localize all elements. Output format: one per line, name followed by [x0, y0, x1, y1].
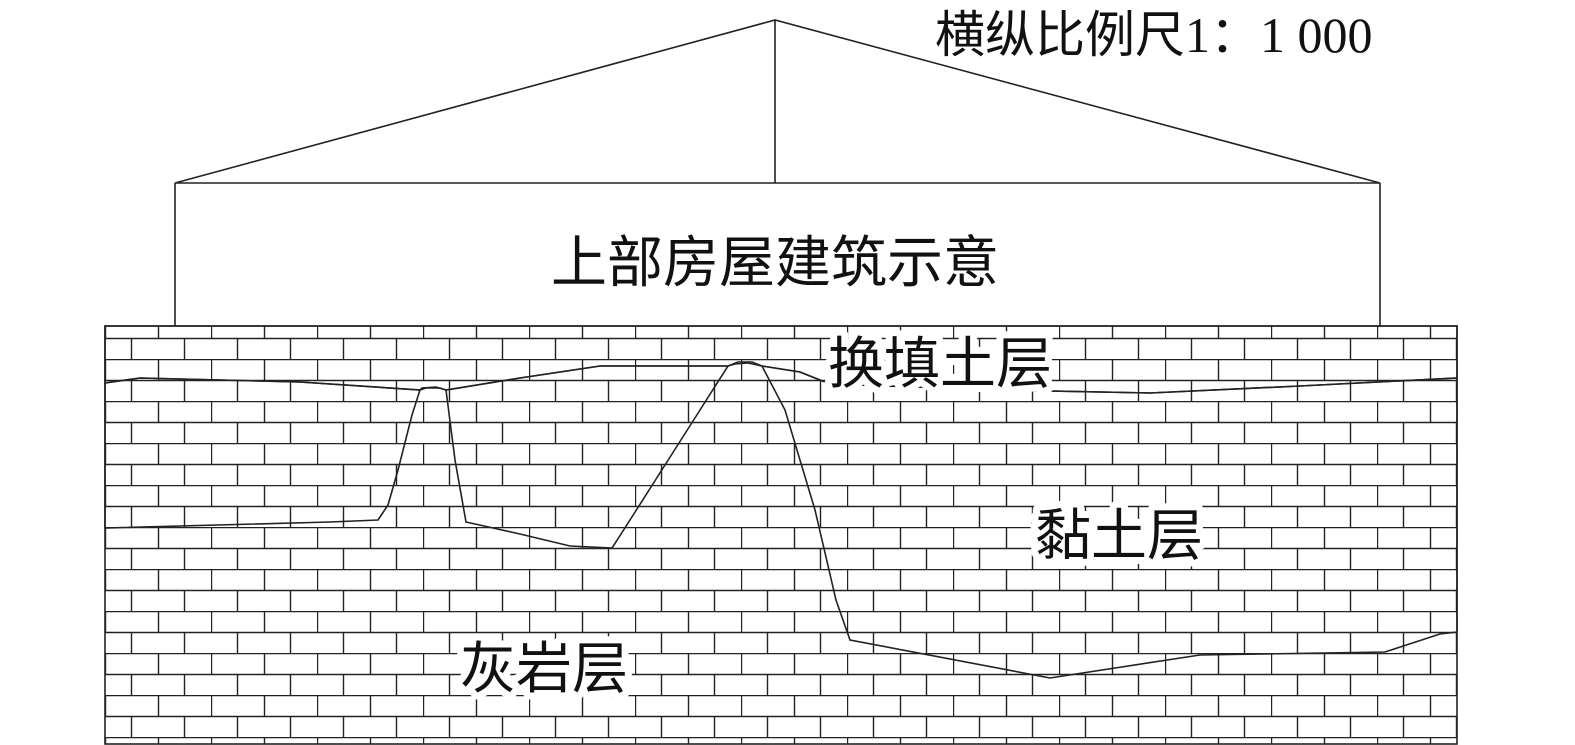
limestone-label: 灰岩层	[460, 637, 628, 702]
building-outline	[174, 19, 1381, 326]
limestone-layer	[105, 326, 1457, 744]
section-frame	[104, 325, 1458, 745]
scale-label: 横纵比例尺1：1 000	[935, 7, 1373, 63]
clay-label: 黏土层	[1035, 504, 1203, 569]
fill-soil-label: 换填土层	[828, 332, 1052, 397]
building-label: 上部房屋建筑示意	[551, 231, 999, 296]
limestone-peak-right	[727, 361, 763, 367]
limestone-peak-left	[419, 387, 447, 391]
